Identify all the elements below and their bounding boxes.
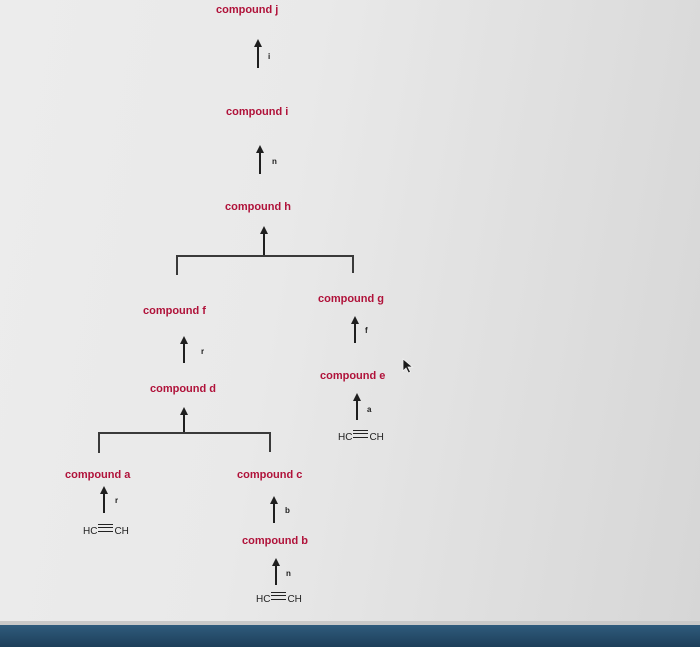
- compound-c-label: compound c: [237, 469, 303, 481]
- arrow-d-to-f: [180, 336, 188, 363]
- bracket-top-left-leg: [176, 255, 178, 275]
- compound-j-label: compound j: [216, 4, 279, 16]
- bracket-top-bar: [176, 255, 354, 257]
- arrow-b-to-c: [270, 496, 278, 523]
- arrow-e-to-g: [351, 316, 359, 343]
- reagent-i: i: [268, 52, 271, 61]
- compound-e-label: compound e: [320, 370, 386, 382]
- compound-g-label: compound g: [318, 293, 384, 305]
- arrow-start-to-a: [100, 486, 108, 513]
- reagent-a-e: a: [367, 405, 372, 414]
- compound-d-label: compound d: [150, 383, 216, 395]
- compound-h-label: compound h: [225, 201, 291, 213]
- arrow-start-to-b: [272, 558, 280, 585]
- compound-b-label: compound b: [242, 535, 308, 547]
- bracket-bottom-bar: [98, 432, 271, 434]
- arrow-merge-to-h: [260, 226, 268, 255]
- reagent-n-b: n: [286, 569, 291, 578]
- reagent-r-a: r: [115, 496, 119, 505]
- compound-a-label: compound a: [65, 469, 131, 481]
- reagent-b-c: b: [285, 506, 290, 515]
- reagent-n-top: n: [272, 157, 277, 166]
- compound-i-label: compound i: [226, 106, 289, 118]
- bracket-bottom-right-leg: [269, 432, 271, 452]
- bracket-top-right-leg: [352, 255, 354, 273]
- bracket-bottom-left-leg: [98, 432, 100, 453]
- reagent-r-f: r: [201, 347, 205, 356]
- screen-bottom-edge: [0, 621, 700, 625]
- reagent-f-g: f: [365, 326, 368, 335]
- arrow-i-to-j: [254, 39, 262, 68]
- screen-frame-band: [0, 625, 700, 647]
- arrow-start-to-e: [353, 393, 361, 420]
- mouse-pointer-icon: [402, 358, 414, 374]
- arrow-h-to-i: [256, 145, 264, 174]
- arrow-merge-to-d: [180, 407, 188, 434]
- compound-f-label: compound f: [143, 305, 206, 317]
